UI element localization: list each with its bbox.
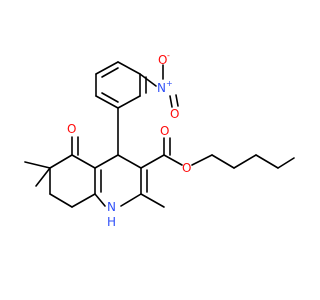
pentyl-chain [211, 154, 295, 169]
nitro-oxygen-top-label: O [158, 53, 167, 67]
ester-group: O O [140, 124, 213, 175]
hexahydroquinoline-core [24, 107, 165, 208]
nitro-nitrogen-charge: + [166, 79, 173, 88]
ketone-oxygen-label: O [67, 122, 76, 136]
bond [139, 73, 157, 87]
bond [255, 154, 279, 169]
bond [71, 193, 96, 208]
bond [95, 61, 119, 75]
nitro-group: N + O - O [139, 51, 179, 121]
nitro-oxygen-charge: - [167, 51, 170, 60]
bond [71, 154, 96, 169]
ester-linking-oxygen-label: O [182, 161, 191, 175]
ring-nitrogen-hydrogen-label: H [107, 215, 116, 229]
nitrophenyl-ring [95, 61, 147, 109]
nitro-oxygen-bottom-label: O [170, 107, 179, 121]
bond [191, 154, 213, 166]
bond [163, 154, 183, 166]
ester-carbonyl-oxygen-label: O [160, 124, 169, 138]
bond [94, 193, 106, 207]
ring-nitrogen-label: N [107, 200, 116, 214]
bond [117, 61, 141, 75]
bond [117, 95, 141, 109]
bond [49, 154, 73, 169]
bond [277, 157, 295, 169]
bond [101, 67, 119, 78]
bond [95, 95, 119, 109]
nitro-nitrogen-label: N [157, 81, 166, 95]
bond [24, 161, 51, 169]
bond [120, 193, 142, 207]
bond [101, 92, 119, 103]
bond [117, 154, 142, 169]
molecule-structure-diagram: N + O - O O N H [24, 51, 295, 229]
bond [233, 154, 257, 169]
bond [169, 95, 173, 108]
bond [140, 193, 165, 208]
bond [140, 154, 165, 169]
ring-nitrogen: N H [107, 200, 116, 229]
bond [175, 94, 179, 107]
bond [49, 193, 73, 208]
ketone-group: O [67, 122, 79, 156]
bond [94, 154, 119, 169]
bond [211, 154, 235, 169]
bond [35, 167, 51, 187]
